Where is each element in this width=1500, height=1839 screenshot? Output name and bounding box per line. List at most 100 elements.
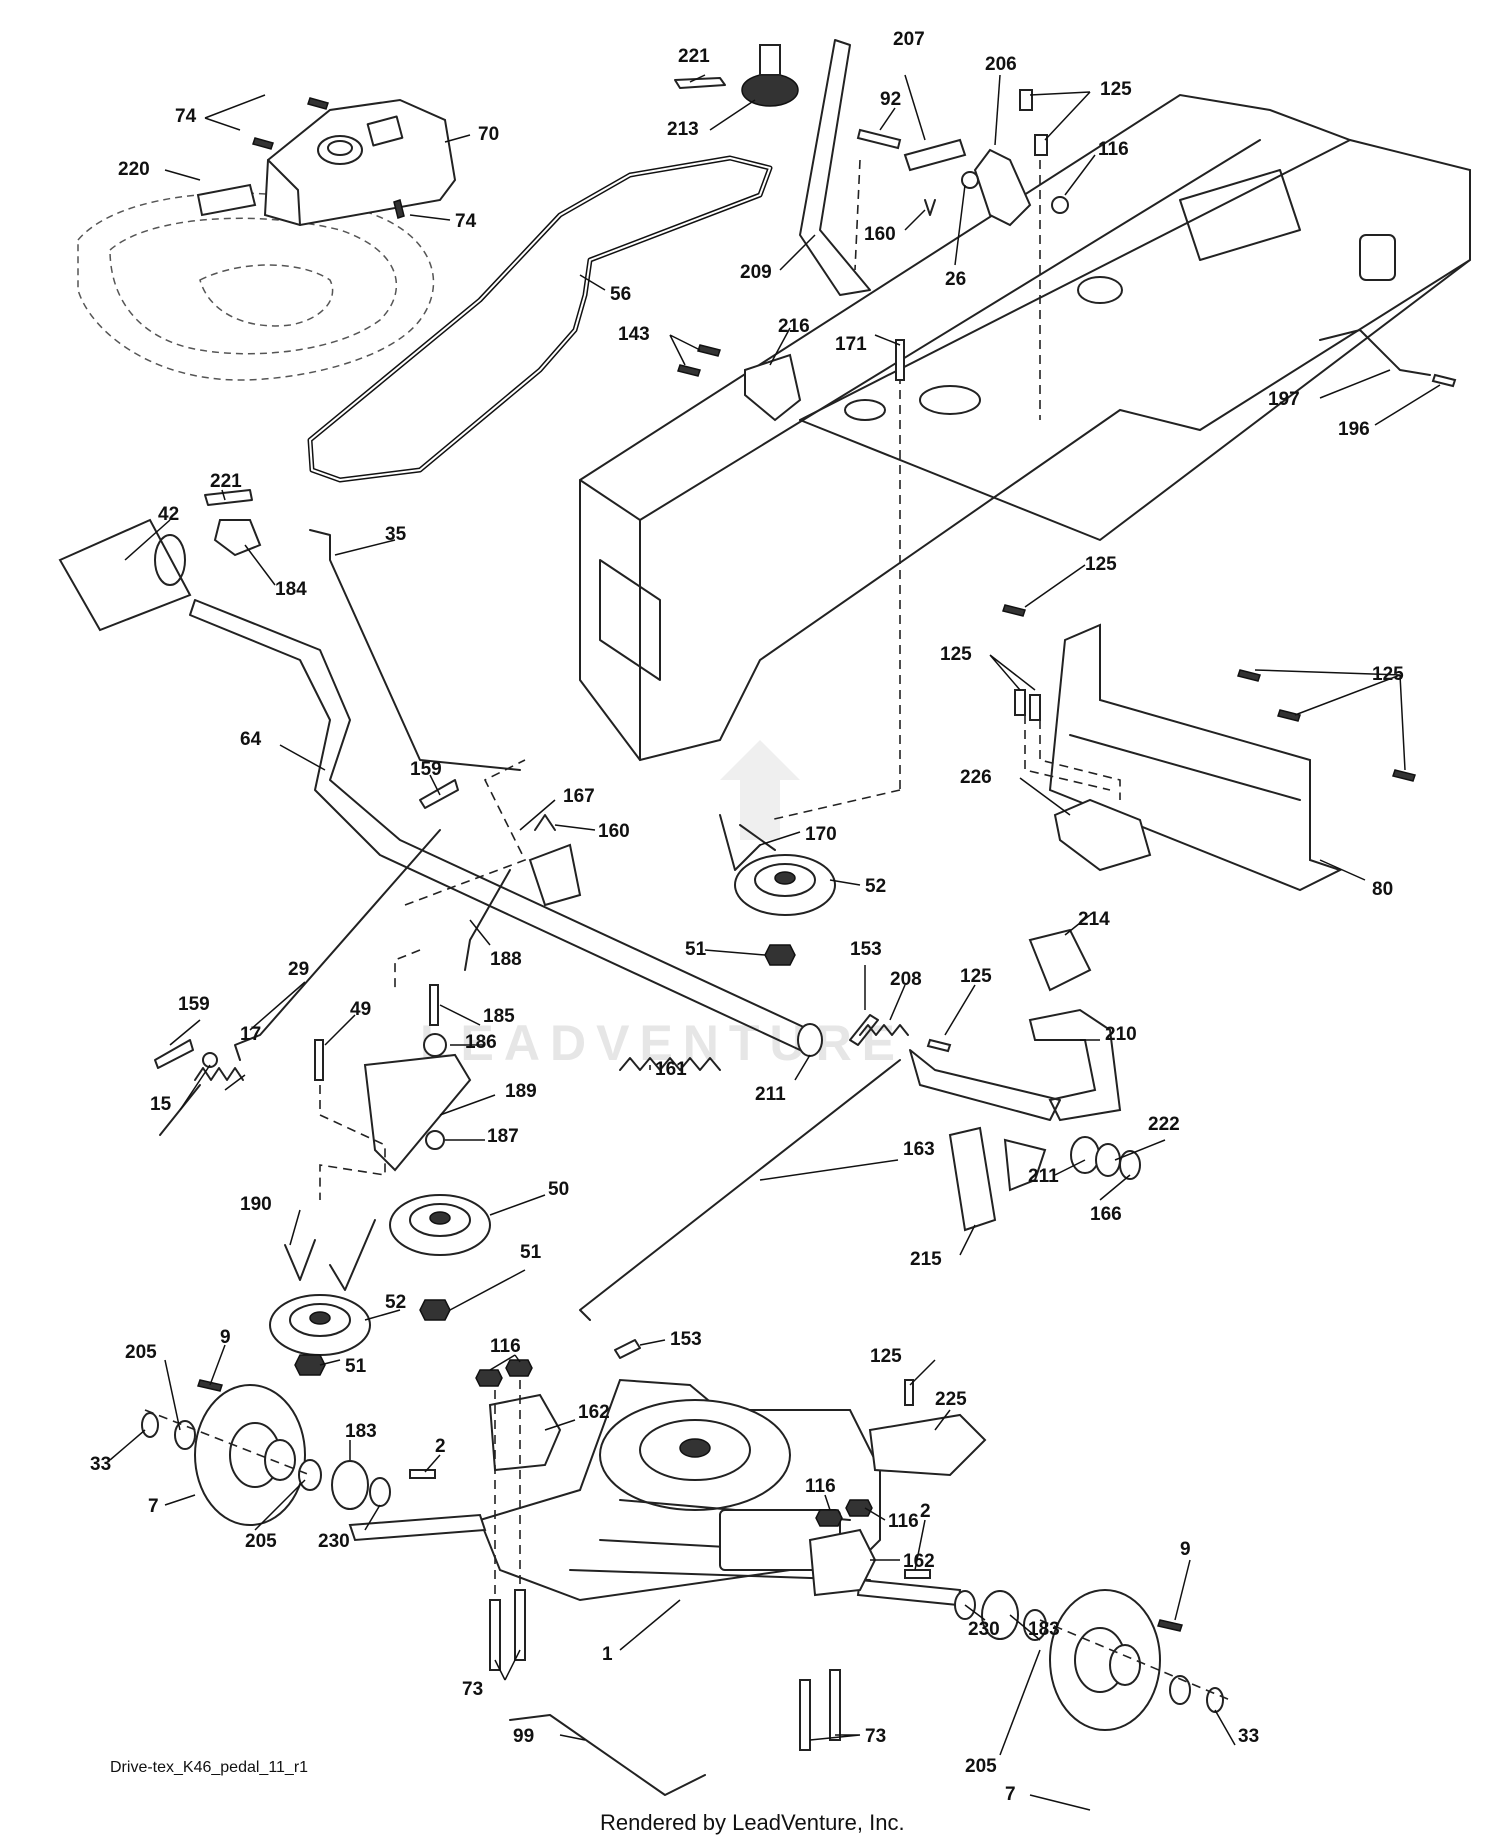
callout-50: 50 [548, 1179, 569, 1200]
callout-116a: 116 [1098, 139, 1129, 160]
callout-221b: 221 [210, 471, 242, 492]
drive-belt [307, 155, 773, 483]
callout-92: 92 [880, 89, 901, 110]
callout-210: 210 [1105, 1024, 1137, 1045]
callout-49: 49 [350, 999, 371, 1020]
callout-186: 186 [465, 1032, 497, 1053]
callout-205a: 205 [125, 1342, 157, 1363]
rod-29 [234, 829, 441, 1061]
callout-197: 197 [1268, 389, 1300, 410]
callout-220: 220 [118, 159, 150, 180]
callout-2b: 2 [920, 1501, 931, 1522]
spring-161 [619, 1057, 721, 1071]
knob-213 [741, 44, 799, 107]
callout-159b: 159 [178, 994, 210, 1015]
callout-26: 26 [945, 269, 966, 290]
callout-7b: 7 [1005, 1784, 1016, 1805]
callout-1: 1 [602, 1644, 613, 1665]
washer-205d [1169, 1675, 1191, 1705]
ring-33a [141, 1412, 159, 1438]
callout-211b: 211 [1028, 1166, 1059, 1187]
callout-52a: 52 [865, 876, 886, 897]
callout-2a: 2 [435, 1436, 446, 1457]
callout-35: 35 [385, 524, 407, 545]
callout-183b: 183 [1028, 1619, 1060, 1640]
transaxle [478, 1378, 881, 1602]
fender-console [263, 98, 457, 227]
bolt-196 [1431, 373, 1457, 388]
clip-26 [961, 171, 979, 189]
washer-205b [298, 1459, 322, 1491]
mount-162a [488, 1393, 562, 1472]
bolts-125a [1019, 89, 1048, 156]
callout-222: 222 [1148, 1114, 1180, 1135]
bracket-167 [528, 843, 582, 907]
washer-205a [174, 1420, 196, 1450]
pad-215 [948, 1126, 997, 1232]
callout-17: 17 [240, 1024, 261, 1045]
washer-211a [797, 1023, 823, 1057]
callout-166: 166 [1090, 1204, 1122, 1225]
callout-225: 225 [935, 1389, 967, 1410]
bolt-49 [314, 1039, 324, 1081]
washer-230a [369, 1477, 391, 1507]
washer-15 [202, 1052, 218, 1068]
ring-33b [1206, 1687, 1224, 1713]
pin-159a [419, 779, 459, 809]
callout-125e: 125 [960, 966, 992, 987]
spacer-183b [981, 1590, 1019, 1640]
callout-170: 170 [805, 824, 837, 845]
dash-170 [769, 789, 901, 821]
callout-207: 207 [893, 29, 925, 50]
callout-labels: 221 74 213 207 206 125 92 116 70 220 74 … [90, 29, 1404, 1805]
hub-7b [1049, 1589, 1161, 1731]
rod-188 [464, 869, 511, 971]
callout-125f: 125 [870, 1346, 902, 1367]
washer-205c [1023, 1609, 1047, 1641]
bolt-9b [1157, 1619, 1183, 1632]
bolt-9a [197, 1379, 223, 1392]
spring-17 [194, 1067, 244, 1081]
callout-209: 209 [740, 262, 772, 283]
arm-210 [1003, 1138, 1047, 1192]
callout-116b: 116 [490, 1336, 521, 1357]
callout-184: 184 [275, 579, 307, 600]
callout-162b: 162 [903, 1551, 935, 1572]
callout-160b: 160 [598, 821, 630, 842]
axle-left [348, 1513, 487, 1542]
nut-116d [815, 1509, 843, 1527]
callout-125a: 125 [1100, 79, 1132, 100]
callout-185: 185 [483, 1006, 515, 1027]
callout-187: 187 [487, 1126, 519, 1147]
spring-160a [924, 199, 936, 216]
callout-159a: 159 [410, 759, 442, 780]
render-credit: Rendered by LeadVenture, Inc. [600, 1810, 905, 1835]
pedal-pad-214 [1028, 928, 1092, 992]
bracket-189 [363, 1053, 472, 1172]
bolt-92 [856, 128, 902, 150]
spacer-186 [423, 1033, 447, 1057]
shield-80-inner [1069, 734, 1301, 801]
cross-shaft [909, 1049, 1061, 1121]
callout-153b: 153 [670, 1329, 702, 1350]
callout-42: 42 [158, 504, 179, 525]
callout-183a: 183 [345, 1421, 377, 1442]
bracket-216 [744, 353, 802, 422]
callout-52b: 52 [385, 1292, 406, 1313]
callout-9b: 9 [1180, 1539, 1191, 1560]
guide-170 [719, 814, 776, 871]
callout-226: 226 [960, 767, 992, 788]
bolt-171 [895, 339, 905, 381]
nut-116c [505, 1359, 533, 1377]
bolts-125bcd [1002, 604, 1416, 782]
nut-116b [475, 1369, 503, 1387]
callout-171: 171 [835, 334, 867, 355]
callout-143: 143 [618, 324, 650, 345]
callout-230b: 230 [968, 1619, 1000, 1640]
callout-153a: 153 [850, 939, 882, 960]
bolt-125e [926, 1038, 952, 1053]
rod-197 [1319, 329, 1431, 376]
callout-15: 15 [150, 1094, 172, 1115]
callout-206: 206 [985, 54, 1017, 75]
